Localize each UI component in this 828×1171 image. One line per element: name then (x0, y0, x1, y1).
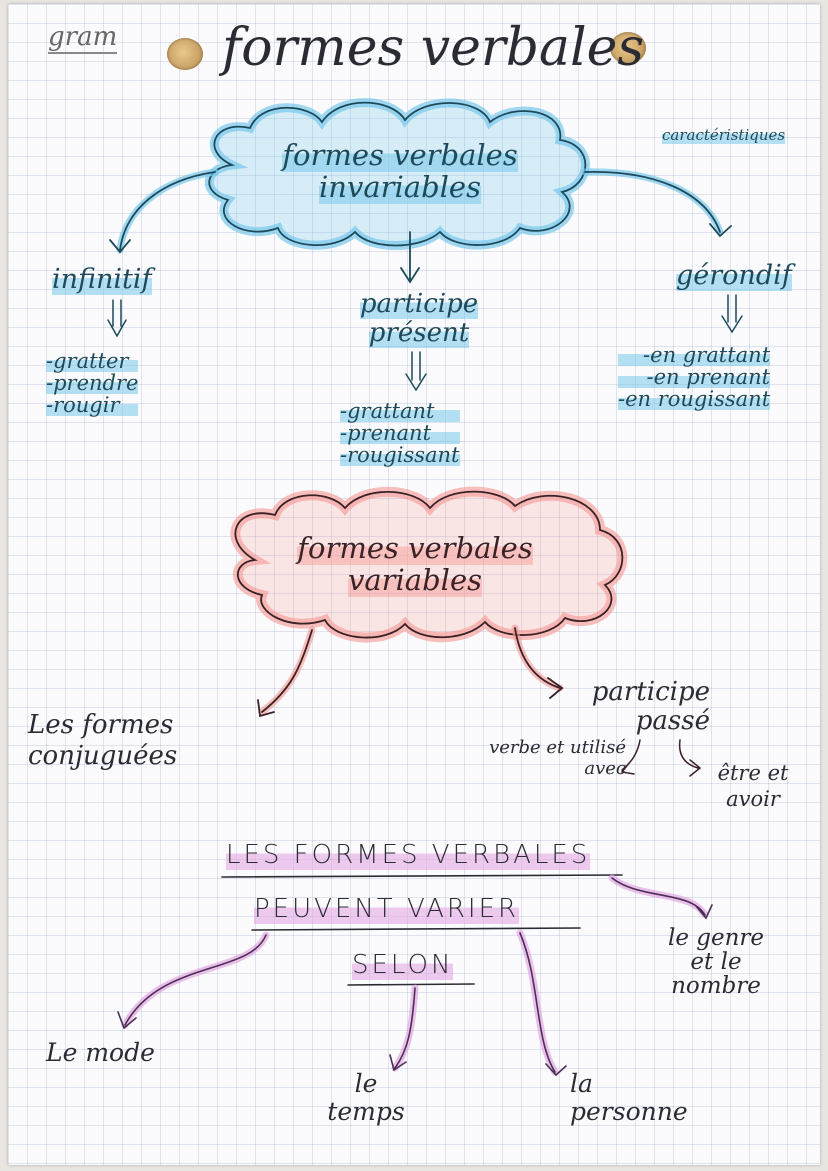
genre-nombre-label: le genre et le nombre (667, 925, 765, 1000)
rule-line2-underline (251, 927, 581, 931)
temps-label: le temps (327, 1069, 405, 1126)
infinitif-example: -rougir (46, 394, 139, 416)
infinitif-example: -gratter (46, 350, 139, 372)
etre-avoir-label: être et avoir (717, 761, 789, 812)
arrow-to-mode (117, 934, 267, 1030)
gerondif-implies-arrow (721, 294, 743, 334)
arrow-to-temps-highlight (391, 984, 419, 1072)
participe-present-examples: -grattant -prenant -rougissant (340, 400, 460, 466)
participe-present-label: participe présent (359, 289, 479, 348)
arrow-to-personne-highlight (516, 929, 559, 1076)
binder-hole-left (167, 38, 203, 70)
side-note-caracteristiques: caractéristiques (662, 126, 786, 144)
arrow-to-participe-present (400, 231, 420, 284)
rule-line1-underline (221, 874, 623, 878)
invariables-cloud (208, 101, 587, 247)
gerondif-example: -en grattant (618, 344, 771, 366)
participe-present-example: -prenant (340, 422, 460, 444)
verbe-utilise-label: verbe et utilisé avec (489, 737, 626, 779)
gerondif-examples: -en grattant -en prenant -en rougissant (618, 344, 771, 412)
participe-implies-arrow (405, 351, 427, 392)
rule-line3: SELON (352, 950, 454, 980)
arrow-to-personne (519, 932, 567, 1077)
infinitif-examples: -gratter -prendre -rougir (46, 350, 139, 416)
arrow-to-temps (389, 987, 416, 1072)
rule-line2: PEUVENT VARIER (254, 894, 520, 924)
infinitif-example: -prendre (46, 371, 139, 396)
arrow-to-infinitif (109, 171, 216, 254)
arrow-to-genre-nombre-highlight (608, 874, 709, 919)
gerondif-example: -en rougissant (618, 387, 771, 412)
variables-cloud-label: formes verbales variables (297, 531, 533, 597)
rule-line1: LES FORMES VERBALES (226, 840, 591, 870)
arrow-to-verbe-utilise (620, 739, 641, 775)
infinitif-implies-arrow (107, 299, 127, 338)
arrow-to-etre-avoir (678, 739, 702, 777)
arrow-to-formes-conjuguees-highlight (258, 626, 316, 716)
arrow-to-infinitif-highlight (116, 168, 219, 254)
arrow-to-participe-passe (514, 627, 564, 699)
arrow-to-formes-conjuguees (257, 629, 313, 718)
rule-line3-underline (347, 983, 475, 986)
participe-present-example: -rougissant (340, 443, 460, 468)
formes-conjuguees-label: Les formes conjuguées (28, 710, 178, 772)
gerondif-example: -en prenant (618, 366, 771, 388)
subject-tag: gram (48, 22, 118, 54)
arrow-to-genre-nombre (611, 877, 713, 920)
invariables-cloud-label: formes verbales invariables (282, 138, 518, 204)
page-title: formes verbales (222, 18, 645, 78)
gerondif-label: gérondif (676, 260, 792, 291)
infinitif-label: infinitif (52, 264, 152, 295)
mode-label: Le mode (46, 1038, 155, 1067)
arrow-to-mode-highlight (121, 931, 270, 1029)
personne-label: la personne (570, 1069, 688, 1126)
participe-passe-label: participe passé (591, 677, 710, 736)
arrow-to-gerondif (584, 171, 732, 238)
variables-cloud (234, 490, 624, 639)
binder-hole-right (610, 32, 646, 64)
participe-present-example: -grattant (340, 400, 460, 422)
